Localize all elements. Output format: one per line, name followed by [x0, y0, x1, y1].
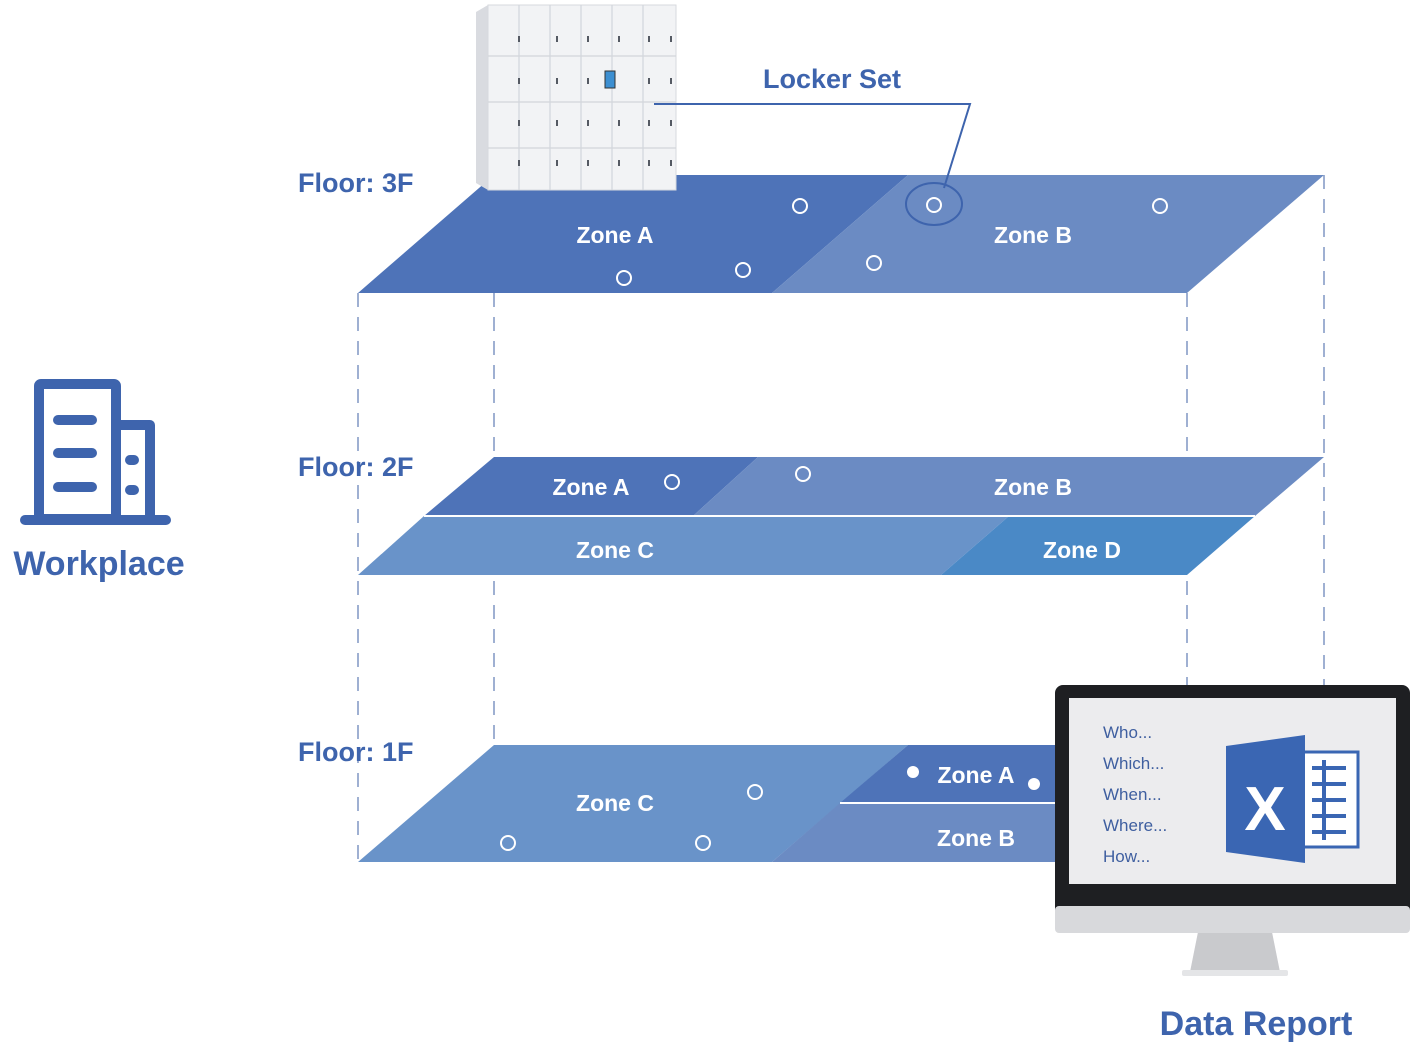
floor-label-2f: Floor: 2F: [298, 452, 414, 482]
locker-marker[interactable]: [695, 835, 711, 851]
report-lines: Who... Which... When... Where... How...: [1103, 723, 1167, 866]
locker-highlight-ring: [905, 182, 963, 226]
zone-1f-c[interactable]: [358, 745, 908, 862]
zone-1f-a[interactable]: [840, 745, 1120, 803]
zone-2f-c-label: Zone C: [576, 537, 654, 563]
locker-marker[interactable]: [616, 270, 632, 286]
monitor-stand: [1190, 932, 1280, 972]
report-line: Who...: [1103, 723, 1152, 742]
locker-screen: [604, 70, 616, 89]
excel-icon: X: [1226, 735, 1360, 863]
data-report-label: Data Report: [1160, 1005, 1353, 1042]
locker-set-image: [476, 4, 677, 191]
zone-3f-a-label: Zone A: [576, 222, 653, 248]
monitor-chin: [1055, 906, 1410, 933]
zone-3f-b[interactable]: [772, 175, 1324, 293]
locker-marker-active[interactable]: [1028, 778, 1040, 790]
zone-1f-a-label: Zone A: [937, 762, 1014, 788]
locker-marker[interactable]: [795, 466, 811, 482]
zone-2f-a-label: Zone A: [552, 474, 629, 500]
locker-marker[interactable]: [1152, 198, 1168, 214]
locker-marker[interactable]: [735, 262, 751, 278]
floor-1f: Zone C Zone A Zone B Floor: 1F: [298, 737, 1120, 862]
floor-3f: Zone A Zone B Floor: 3F: [298, 168, 1324, 293]
locker-marker[interactable]: [792, 198, 808, 214]
zone-1f-b[interactable]: [772, 803, 1080, 862]
report-line: When...: [1103, 785, 1162, 804]
zone-3f-a[interactable]: [358, 175, 908, 293]
zone-2f-d[interactable]: [941, 516, 1255, 575]
zone-1f-c-label: Zone C: [576, 790, 654, 816]
zone-2f-a[interactable]: [424, 457, 758, 516]
zone-1f-b-label: Zone B: [937, 825, 1015, 851]
locker-marker-highlighted[interactable]: [926, 197, 942, 213]
excel-letter: X: [1244, 775, 1285, 844]
report-line: How...: [1103, 847, 1150, 866]
locker-marker-active[interactable]: [907, 766, 919, 778]
zone-2f-d-label: Zone D: [1043, 537, 1121, 563]
locker-marker[interactable]: [747, 784, 763, 800]
building-icon: [20, 379, 171, 525]
floor-label-1f: Floor: 1F: [298, 737, 414, 767]
locker-marker[interactable]: [664, 474, 680, 490]
locker-marker[interactable]: [866, 255, 882, 271]
zone-3f-b-label: Zone B: [994, 222, 1072, 248]
report-line: Which...: [1103, 754, 1164, 773]
locker-callout: Locker Set: [654, 64, 972, 189]
zone-2f-c[interactable]: [358, 516, 1009, 575]
floor-2f: Zone A Zone B Zone C Zone D Floor: 2F: [298, 452, 1324, 575]
zone-2f-b-label: Zone B: [994, 474, 1072, 500]
locker-callout-label: Locker Set: [763, 64, 901, 94]
report-line: Where...: [1103, 816, 1167, 835]
zone-2f-b[interactable]: [693, 457, 1324, 516]
monitor: Who... Which... When... Where... How... …: [1055, 685, 1410, 976]
floor-label-3f: Floor: 3F: [298, 168, 414, 198]
workplace-label: Workplace: [13, 545, 184, 583]
locker-marker[interactable]: [500, 835, 516, 851]
